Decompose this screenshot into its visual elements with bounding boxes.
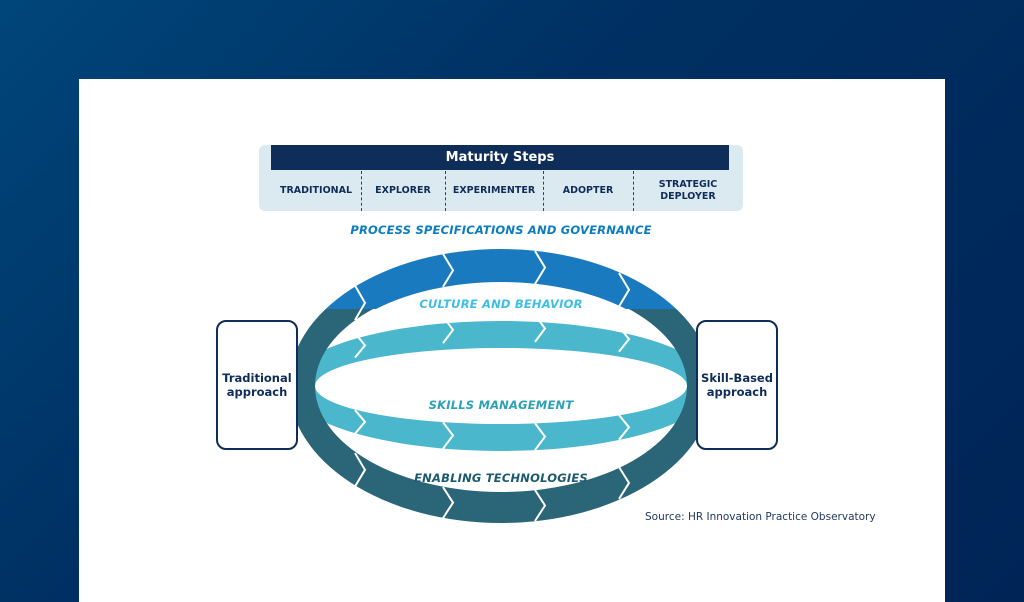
band-chevron <box>534 314 547 343</box>
band-chevron <box>534 422 547 451</box>
layer-label-process: PROCESS SPECIFICATIONS AND GOVERNANCE <box>350 223 652 237</box>
skill-based-approach-box: Skill-Based approach <box>696 320 778 450</box>
band-chevron <box>442 253 455 288</box>
band-chevron <box>534 250 547 285</box>
step-strategic-deployer: STRATEGIC DEPLOYER <box>658 179 718 202</box>
step-traditional: TRADITIONAL <box>279 185 352 196</box>
step-divider <box>633 171 634 211</box>
traditional-approach-box: Traditional approach <box>216 320 298 450</box>
band-chevron <box>618 272 631 308</box>
band-chevron <box>354 332 367 359</box>
band-chevron <box>442 315 455 344</box>
skill-based-approach-label: Skill-Based approach <box>701 371 773 399</box>
band-skills-management <box>289 321 713 451</box>
band-chevron <box>442 486 455 519</box>
traditional-approach-label: Traditional approach <box>222 371 292 399</box>
step-divider <box>543 171 544 211</box>
band-chevron-arrows <box>354 250 631 522</box>
band-chevron <box>618 414 631 441</box>
step-divider <box>445 171 446 211</box>
band-enabling-technologies <box>289 309 713 523</box>
band-chevron <box>618 326 631 353</box>
layer-label-culture: CULTURE AND BEHAVIOR <box>419 297 583 311</box>
band-process-specifications <box>325 249 677 309</box>
step-explorer: EXPLORER <box>375 185 431 196</box>
source-note: Source: HR Innovation Practice Observato… <box>645 511 876 523</box>
step-divider <box>361 171 362 211</box>
band-chevron <box>354 284 367 321</box>
band-chevron <box>534 489 547 522</box>
maturity-steps-title: Maturity Steps <box>271 145 729 170</box>
step-adopter: ADOPTER <box>562 185 614 196</box>
band-chevron <box>618 466 631 500</box>
transformation-bands <box>289 249 713 523</box>
diagram-card: Maturity Steps TRADITIONAL EXPLORER EXPE… <box>79 79 945 602</box>
band-chevron <box>354 409 367 435</box>
band-chevron <box>442 421 455 450</box>
layer-label-skills: SKILLS MANAGEMENT <box>428 398 574 412</box>
step-experimenter: EXPERIMENTER <box>452 185 536 196</box>
layer-label-technologies: ENABLING TECHNOLOGIES <box>414 471 588 485</box>
band-chevron <box>354 452 367 488</box>
